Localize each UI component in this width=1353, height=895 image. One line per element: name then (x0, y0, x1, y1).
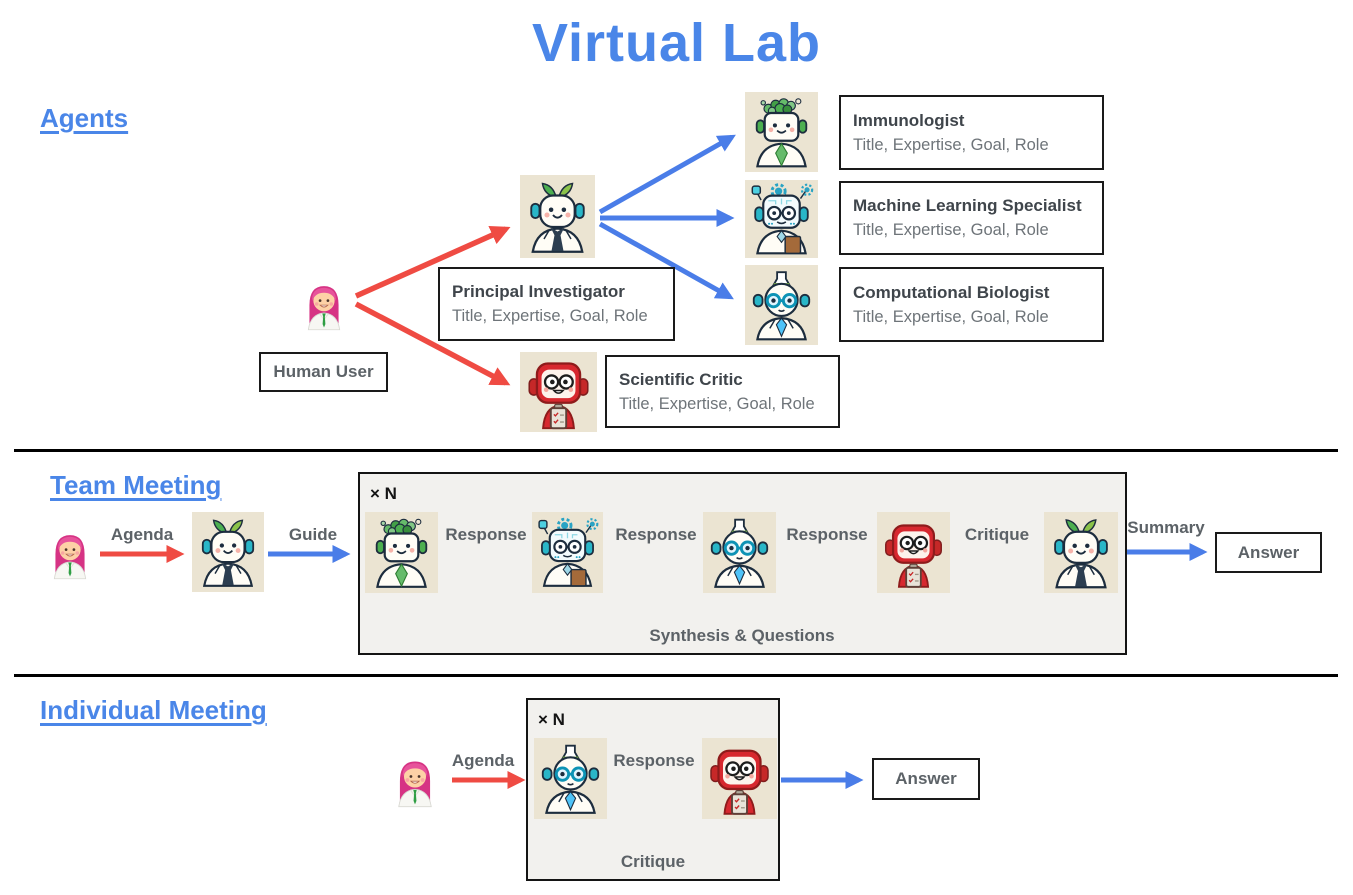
team-repeat-badge: × N (370, 484, 397, 503)
immunologist-avatar-icon (365, 512, 438, 593)
agents-section-heading[interactable]: Agents (40, 103, 129, 133)
immunologist-subtitle: Title, Expertise, Goal, Role (853, 135, 1049, 154)
human-user-label: Human User (273, 362, 374, 381)
scientific-critic-title: Scientific Critic (619, 369, 743, 389)
individual-repeat-badge: × N (538, 710, 565, 729)
ml-specialist-subtitle: Title, Expertise, Goal, Role (853, 221, 1049, 239)
individual-response-label: Response (613, 751, 695, 770)
team-synthesis-label: Synthesis & Questions (649, 626, 835, 645)
team-agenda-label: Agenda (110, 525, 174, 544)
comp-biologist-subtitle: Title, Expertise, Goal, Role (853, 307, 1049, 326)
human-user-label-box: Human User (259, 352, 388, 392)
principal-investigator-avatar-icon (520, 175, 595, 258)
ml-specialist-avatar-icon (745, 180, 818, 258)
team-response-label-3: Response (786, 525, 868, 544)
immunologist-title: Immunologist (853, 110, 965, 130)
individual-meeting-divider (14, 674, 1338, 677)
scientific-critic-card: Scientific Critic Title, Expertise, Goal… (605, 355, 840, 428)
team-guide-label: Guide (288, 525, 338, 544)
team-answer-box: Answer (1215, 532, 1322, 573)
principal-investigator-avatar-icon (192, 512, 264, 592)
principal-investigator-avatar-icon (1044, 512, 1118, 593)
team-summary-label: Summary (1127, 518, 1205, 537)
scientific-critic-avatar-icon (702, 738, 777, 819)
team-meeting-divider (14, 449, 1338, 452)
comp-biologist-avatar-icon (745, 265, 818, 345)
scientific-critic-subtitle: Title, Expertise, Goal, Role (619, 394, 815, 413)
ml-specialist-title: Machine Learning Specialist (853, 196, 1082, 215)
principal-investigator-title: Principal Investigator (452, 282, 625, 301)
principal-investigator-card: Principal Investigator Title, Expertise,… (438, 267, 675, 341)
individual-agenda-label: Agenda (451, 751, 515, 770)
team-answer-label: Answer (1237, 542, 1300, 562)
scientific-critic-avatar-icon (520, 352, 597, 432)
comp-biologist-avatar-icon (703, 512, 776, 593)
human-user-avatar-icon (386, 741, 444, 819)
immunologist-card: Immunologist Title, Expertise, Goal, Rol… (839, 95, 1104, 170)
ml-specialist-avatar-icon (532, 512, 603, 593)
individual-meeting-section-heading[interactable]: Individual Meeting (40, 695, 267, 725)
team-meeting-section-heading[interactable]: Team Meeting (50, 470, 222, 500)
comp-biologist-avatar-icon (534, 738, 607, 819)
human-user-avatar-icon (296, 264, 352, 344)
page-title: Virtual Lab (531, 13, 822, 73)
comp-biologist-card: Computational Biologist Title, Expertise… (839, 267, 1104, 342)
comp-biologist-title: Computational Biologist (853, 282, 1050, 302)
scientific-critic-avatar-icon (877, 512, 950, 593)
team-critique-label: Critique (964, 525, 1030, 544)
immunologist-avatar-icon (745, 92, 818, 172)
individual-answer-label: Answer (895, 769, 957, 788)
arrow-pi-to-immunologist (598, 134, 736, 215)
ml-specialist-card: Machine Learning Specialist Title, Exper… (839, 181, 1104, 255)
team-response-label-1: Response (445, 525, 527, 544)
human-user-avatar-icon (42, 514, 98, 592)
team-response-label-2: Response (615, 525, 697, 544)
principal-investigator-subtitle: Title, Expertise, Goal, Role (452, 307, 648, 325)
individual-critique-label: Critique (620, 852, 686, 871)
individual-answer-box: Answer (872, 758, 980, 800)
